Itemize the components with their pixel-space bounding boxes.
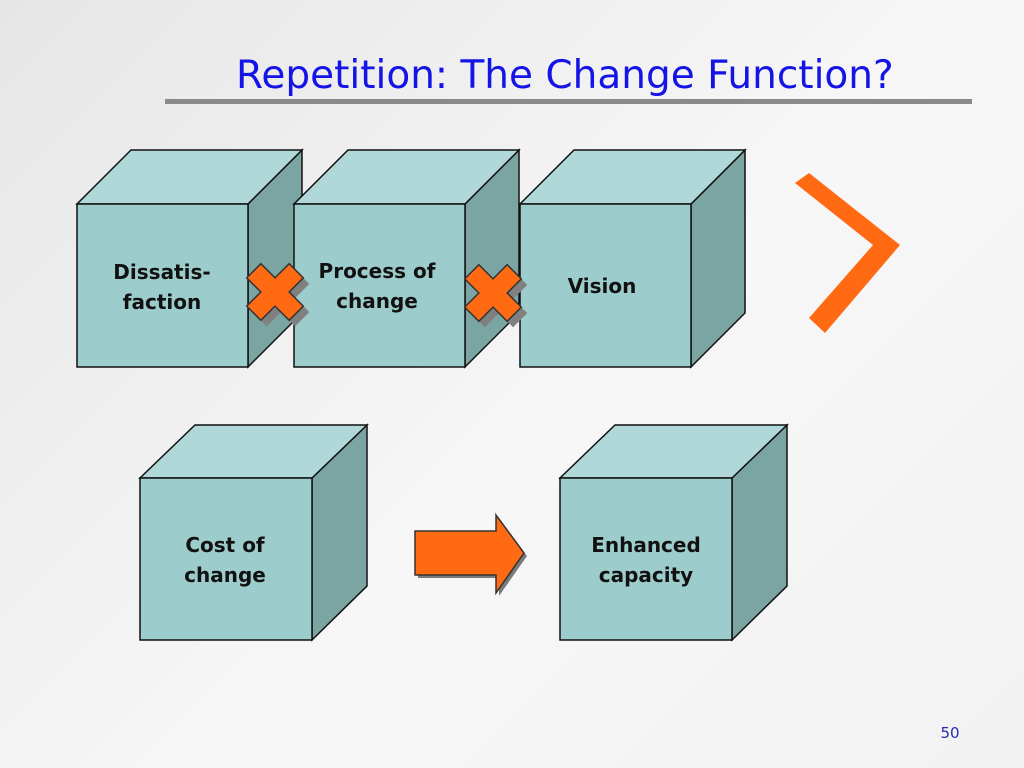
- label-vision-line1: Vision: [567, 274, 637, 298]
- cube-enhanced-capacity: [558, 423, 789, 642]
- label-vision: Vision: [537, 271, 667, 301]
- label-process-line2: change: [336, 289, 418, 313]
- arrow-right-icon: [414, 512, 527, 596]
- label-process-of-change: Process of change: [306, 256, 448, 316]
- label-dissatisfaction-line2: faction: [122, 290, 202, 314]
- cube-cost-of-change: [138, 423, 369, 642]
- label-process-line1: Process of: [318, 259, 436, 283]
- title-underline: [165, 99, 972, 104]
- label-dissatisfaction-line1: Dissatis-: [113, 260, 211, 284]
- label-cost-line1: Cost of: [185, 533, 265, 557]
- label-dissatisfaction: Dissatis- faction: [92, 257, 232, 317]
- label-enhanced-line1: Enhanced: [591, 533, 701, 557]
- cube-process-of-change: [292, 148, 521, 369]
- label-cost-of-change: Cost of change: [155, 530, 295, 590]
- page-number: 50: [940, 724, 960, 742]
- cube-vision: [518, 148, 747, 369]
- greater-than-icon: [795, 173, 900, 333]
- multiply-operator-2: [463, 263, 528, 328]
- label-enhanced-line2: capacity: [598, 563, 694, 587]
- label-enhanced-capacity: Enhanced capacity: [571, 530, 721, 590]
- multiply-operator-1: [245, 262, 310, 327]
- label-cost-line2: change: [184, 563, 266, 587]
- slide-title: Repetition: The Change Function?: [236, 53, 894, 98]
